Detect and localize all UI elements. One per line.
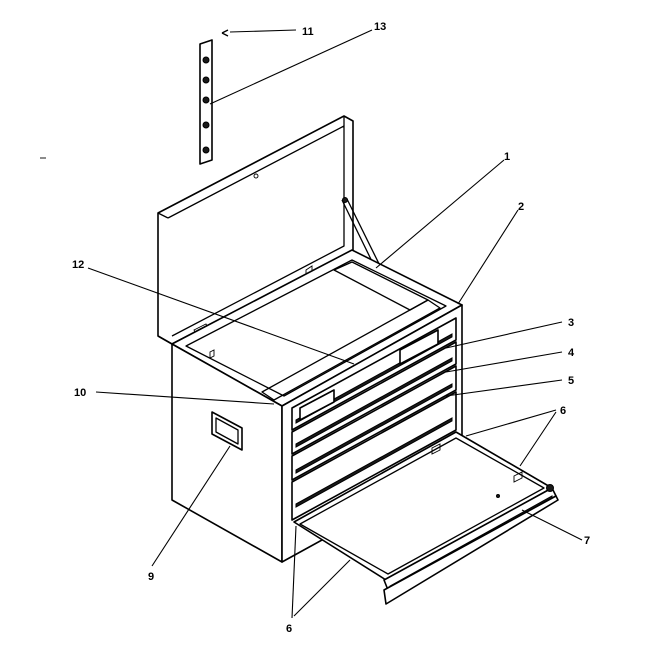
hinge-strip <box>199 39 213 165</box>
callout-5: 5 <box>568 375 574 387</box>
hinge-screw <box>221 29 229 37</box>
callout-6-right: 6 <box>560 405 566 417</box>
callout-4: 4 <box>568 347 575 359</box>
drawer-fronts <box>291 317 457 521</box>
callout-13: 13 <box>374 21 386 33</box>
callout-7: 7 <box>584 535 590 547</box>
callout-11: 12 <box>72 259 84 271</box>
callout-3: 3 <box>568 317 574 329</box>
callout-1: 1 <box>504 151 510 163</box>
callout-12: 11 <box>302 26 314 38</box>
callout-labels: 11 13 1 2 3 4 5 6 7 9 10 12 6 <box>72 21 590 635</box>
callout-2: 2 <box>518 201 524 213</box>
leader-lines <box>87 29 583 619</box>
callout-6-bottom: 6 <box>286 623 292 635</box>
callout-10: 10 <box>74 387 86 399</box>
callout-9: 9 <box>148 571 154 583</box>
open-drawer <box>293 431 559 605</box>
